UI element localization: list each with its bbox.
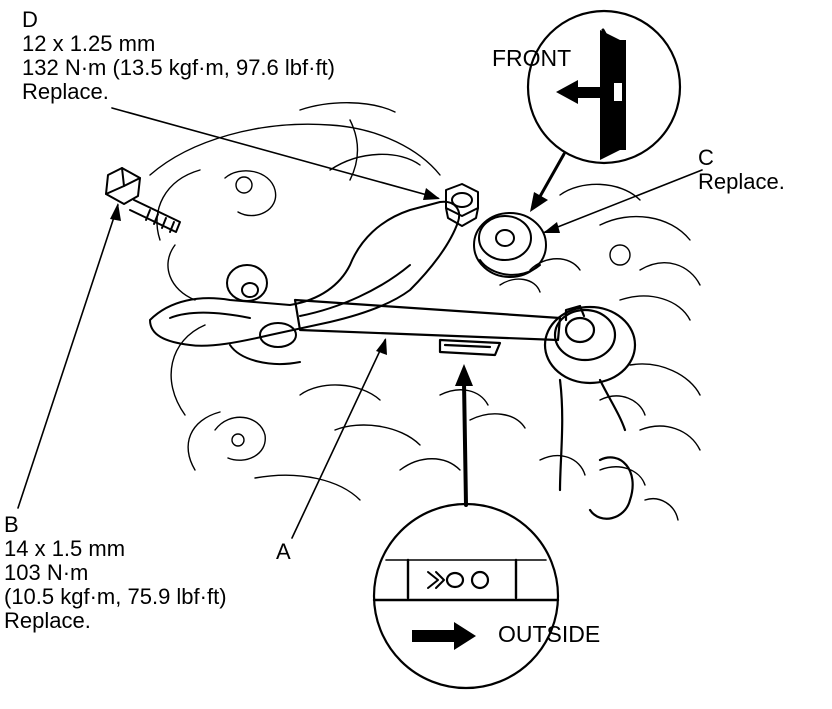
callout-d: D 12 x 1.25 mm 132 N·m (13.5 kgf·m, 97.6…: [22, 8, 335, 104]
callout-a: A: [276, 540, 291, 564]
callout-b-note: Replace.: [4, 608, 91, 633]
lower-mount-boss: [229, 322, 301, 366]
callout-c-letter: C: [698, 145, 714, 170]
knuckle-bracket: [149, 200, 460, 347]
front-pointer-arrow: [530, 152, 566, 212]
callout-c: C Replace.: [698, 146, 785, 194]
callout-d-note: Replace.: [22, 79, 109, 104]
outside-detail-circle: [372, 502, 560, 690]
bolt-b: [105, 167, 181, 233]
callout-c-note: Replace.: [698, 169, 785, 194]
outside-label: OUTSIDE: [498, 621, 601, 647]
callout-b: B 14 x 1.5 mm 103 N·m (10.5 kgf·m, 75.9 …: [4, 513, 227, 633]
front-label: FRONT: [492, 45, 572, 71]
control-arm-a: [293, 298, 562, 357]
outside-pointer-arrow: [455, 364, 473, 507]
callout-b-torque: 103 N·m: [4, 560, 89, 585]
leader-arrowheads: [110, 188, 560, 355]
callout-d-letter: D: [22, 7, 38, 32]
front-arrow-icon: [556, 80, 602, 104]
callout-b-torque-alt: (10.5 kgf·m, 75.9 lbf·ft): [4, 584, 227, 609]
leader-lines: [17, 107, 703, 539]
callout-d-torque: 132 N·m (13.5 kgf·m, 97.6 lbf·ft): [22, 55, 335, 80]
callout-a-letter: A: [276, 539, 291, 564]
callout-b-letter: B: [4, 512, 19, 537]
mount-bushing-left: [226, 264, 268, 302]
outside-arrow-icon: [412, 622, 476, 650]
callout-b-size: 14 x 1.5 mm: [4, 536, 126, 561]
callout-d-size: 12 x 1.25 mm: [22, 31, 156, 56]
nut-d: [445, 183, 479, 227]
background-subframe: [149, 102, 701, 521]
washer-c: [473, 212, 547, 278]
ball-joint-bushing: [543, 304, 637, 520]
front-detail-circle: [526, 9, 682, 165]
